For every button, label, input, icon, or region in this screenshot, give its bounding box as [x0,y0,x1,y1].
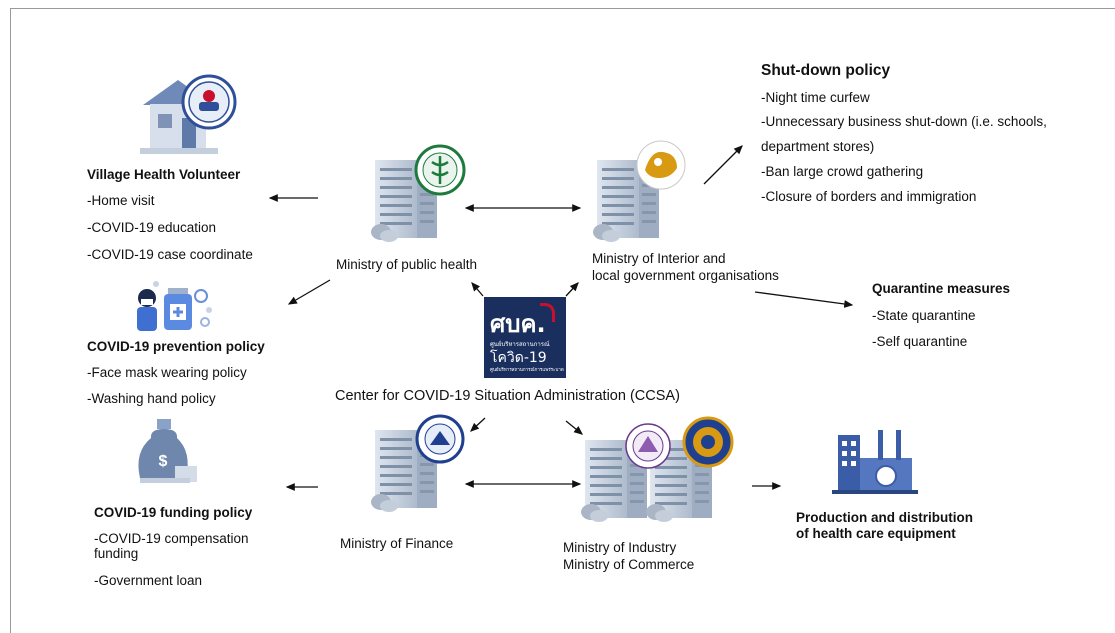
funding-item: funding [94,546,139,561]
ministry-interior-label-line1: Ministry of Interior and [592,251,726,266]
village-item: -Home visit [87,193,155,208]
prevention-item: -Face mask wearing policy [87,365,247,380]
factory-icon [832,430,918,494]
arrow-ccsa-to-interior [565,282,579,297]
production-title-line2: of health care equipment [796,526,956,541]
ministry-commerce-label: Ministry of Commerce [563,557,695,572]
ccsa-logo-subtext: ศูนย์บริหารสถานการณ์ [490,341,550,348]
ccsa-logo-covid: โควิด-19 [490,350,547,366]
shutdown-item: department stores) [761,139,875,154]
shutdown-item: -Unnecessary business shut-down (i.e. sc… [761,114,1047,129]
arrow-ccsa-to-finance [470,417,486,432]
village-item: -COVID-19 education [87,220,217,235]
funding-item: -COVID-19 compensation [94,531,249,546]
quarantine-item: -State quarantine [872,308,976,323]
arrow-ccsa-to-industry [565,420,584,435]
industry-seal-icon [625,423,671,469]
ministry-interior-label-line2: local government organisations [592,268,779,283]
shutdown-item: -Closure of borders and immigration [761,189,977,204]
finance-seal-icon [415,414,465,464]
arrow-ccsa-to-health [471,282,484,297]
arrow-to-shutdown [703,145,743,185]
ministry-public-health-label: Ministry of public health [336,257,478,272]
ccsa-logo-small: ศูนย์บริหารสถานการณ์การแพร่ระบาด [490,368,564,373]
shutdown-item: -Ban large crowd gathering [761,164,924,179]
funding-item: -Government loan [94,573,203,588]
ministry-industry-label: Ministry of Industry [563,540,677,555]
diagram-frame [10,8,1115,633]
production-title-line1: Production and distribution [796,510,973,525]
prevention-icon [137,281,212,331]
ccsa-logo-text: ศบค. [490,310,546,338]
ccsa-title: Center for COVID-19 Situation Administra… [335,388,680,404]
money-bag-icon: $ [138,419,197,483]
village-health-volunteer-title: Village Health Volunteer [87,167,241,182]
ccsa-logo: ศบค. ศูนย์บริหารสถานการณ์ โควิด-19 ศูนย์… [484,297,566,378]
village-item: -COVID-19 case coordinate [87,247,253,262]
health-seal-icon [414,144,466,196]
interior-seal-icon [636,140,686,190]
prevention-item: -Washing hand policy [87,391,216,406]
arrow-to-prevention [287,279,331,305]
ministry-finance-label: Ministry of Finance [340,536,454,551]
shutdown-item: -Night time curfew [761,90,870,105]
quarantine-item: -Self quarantine [872,334,968,349]
prevention-policy-title: COVID-19 prevention policy [87,339,265,354]
svg-text:$: $ [159,453,168,470]
commerce-seal-icon [682,416,734,468]
quarantine-measures-title: Quarantine measures [872,281,1011,296]
shutdown-policy-title: Shut-down policy [761,62,891,79]
village-volunteer-seal-icon [181,74,237,130]
funding-policy-title: COVID-19 funding policy [94,505,253,520]
arrow-to-quarantine [754,291,854,308]
ccsa-logo-red-ribbon-icon [540,303,555,322]
